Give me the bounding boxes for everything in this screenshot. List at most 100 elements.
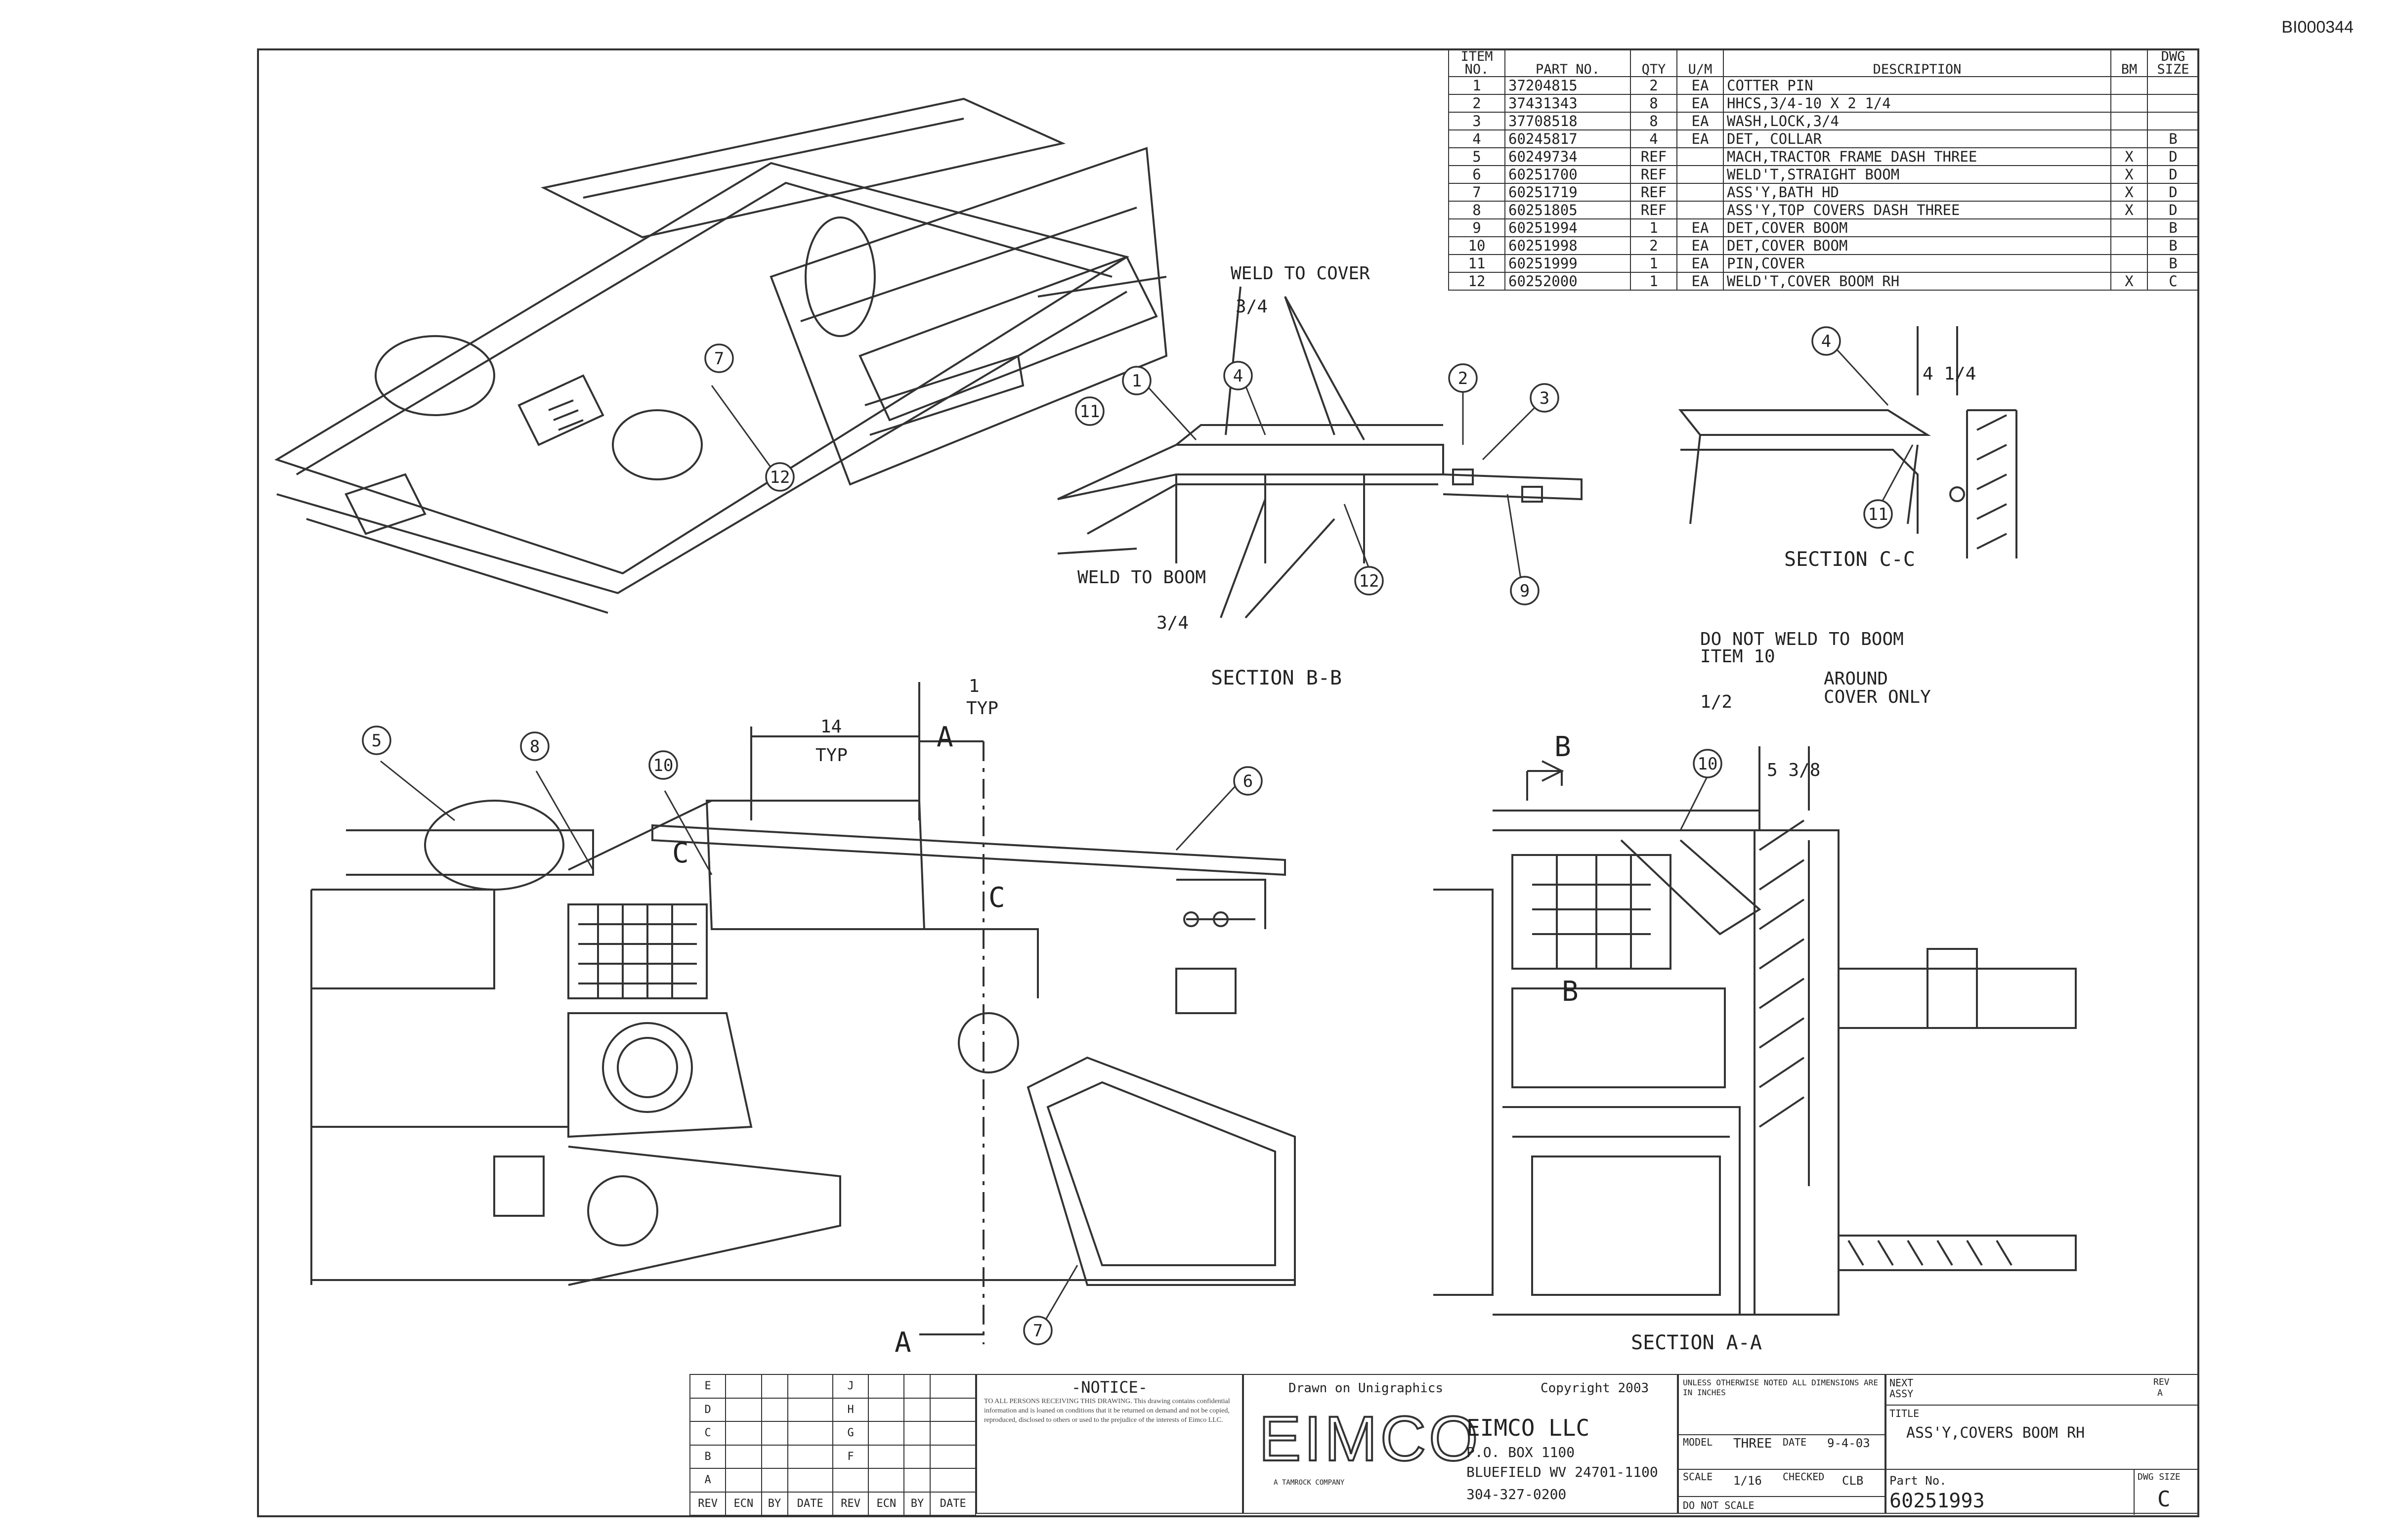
parts-list-cell-um: EA [1676,254,1724,273]
parts-list-cell-size: D [2147,165,2199,184]
parts-list-cell-size: B [2147,129,2199,148]
bates-number: BI000344 [2281,18,2354,37]
scale-value: 1/16 [1733,1474,1762,1488]
checked-label: CHECKED [1783,1471,1825,1483]
parts-list-cell-desc: DET,COVER BOOM [1723,236,2111,255]
parts-list-cell-item: 10 [1448,236,1505,255]
svg-text:11: 11 [1080,402,1100,422]
balloon-9: 9 [1510,576,1540,605]
isometric-view [274,97,1168,614]
parts-list-cell-item: 6 [1448,165,1505,184]
part-number-value: 60251993 [1889,1490,1985,1512]
revision-row: A [689,1468,976,1493]
cut-label-a-top: A [937,721,953,753]
revision-cell: F [832,1444,869,1469]
revision-header-cell: REV [689,1491,727,1516]
parts-list-cell-um: EA [1676,112,1724,130]
section-aa-view [1433,746,2077,1316]
parts-list-cell-desc: WELD'T,COVER BOOM RH [1723,272,2111,291]
col-bm: BM [2110,49,2148,77]
cut-label-c-right: C [988,882,1005,914]
revision-cell [725,1468,762,1493]
note-weld-to-boom: WELD TO BOOM [1077,567,1206,588]
parts-list-cell-um [1676,165,1724,184]
parts-list-cell-desc: DET, COLLAR [1723,129,2111,148]
parts-list-cell-size: D [2147,201,2199,219]
dim-1: 1 [969,676,980,696]
logo-subtitle: A TAMROCK COMPANY [1274,1479,1345,1487]
parts-list-cell-desc: ASS'Y,BATH HD [1723,183,2111,202]
revision-cell [787,1374,833,1399]
dim-14: 14 [820,717,842,737]
balloon-11: 11 [1075,396,1105,426]
balloon-11-cc: 11 [1863,499,1893,529]
cut-label-b-aa: B [1562,976,1579,1008]
revision-cell [930,1421,976,1446]
weld-size-half: 1/2 [1700,692,1732,712]
parts-list-cell-part: 60251700 [1504,165,1631,184]
revision-cell [761,1397,788,1422]
parts-list-cell-item: 3 [1448,112,1505,130]
svg-text:3: 3 [1540,388,1549,408]
part-number-label: Part No. [1889,1474,1947,1488]
balloon-6: 6 [1233,766,1263,796]
revision-header-cell: BY [761,1491,788,1516]
model-value: THREE [1733,1436,1772,1451]
revision-cell: G [832,1421,869,1446]
revision-cell: H [832,1397,869,1422]
tolerance-note: UNLESS OTHERWISE NOTED ALL DIMENSIONS AR… [1683,1378,1878,1397]
parts-list-cell-size [2147,94,2199,113]
next-label: NEXT [1889,1377,1914,1389]
svg-text:1: 1 [1132,371,1142,391]
parts-list-cell-bm [2110,76,2148,95]
section-cc-view [1678,326,2017,558]
col-part-no: PART NO. [1504,49,1631,77]
parts-list-cell-bm [2110,129,2148,148]
cut-label-b: B [1554,731,1571,763]
parts-list-cell-bm [2110,112,2148,130]
revision-header-cell: REV [832,1491,869,1516]
parts-list-cell-um [1676,201,1724,219]
revision-cell: B [689,1444,727,1469]
parts-list-cell-bm: X [2110,147,2148,166]
svg-text:5: 5 [372,731,382,751]
parts-list-cell-qty: REF [1630,183,1677,202]
balloon-5: 5 [362,726,391,755]
parts-list-cell-item: 7 [1448,183,1505,202]
revision-cell [903,1444,931,1469]
balloon-leaders [380,345,1914,1325]
parts-list-cell-desc: DET,COVER BOOM [1723,218,2111,237]
svg-text:10: 10 [1698,754,1718,774]
revision-cell [787,1468,833,1493]
parts-list-cell-desc: PIN,COVER [1723,254,2111,273]
parts-list-cell-desc: ASS'Y,TOP COVERS DASH THREE [1723,201,2111,219]
balloon-8: 8 [520,731,550,761]
parts-list-cell-qty: 2 [1630,76,1677,95]
parts-list-cell-item: 4 [1448,129,1505,148]
parts-list-cell-item: 5 [1448,147,1505,166]
parts-list-cell-part: 60249734 [1504,147,1631,166]
parts-list-cell-bm [2110,236,2148,255]
next-value: ASSY [1889,1388,1914,1400]
company-phone: 304-327-0200 [1466,1486,1567,1502]
drawing-sheet-border [257,48,2199,1517]
revision-cell [761,1374,788,1399]
parts-list-cell-item: 8 [1448,201,1505,219]
parts-list-cell-size: C [2147,272,2199,291]
parts-list-cell-part: 60251994 [1504,218,1631,237]
revision-header-cell: BY [903,1491,931,1516]
note-do-not-weld: DO NOT WELD TO BOOM [1700,629,1904,649]
parts-list-cell-bm: X [2110,183,2148,202]
parts-list-cell-um: EA [1676,94,1724,113]
date-value: 9-4-03 [1827,1436,1870,1450]
parts-list-cell-um: EA [1676,218,1724,237]
